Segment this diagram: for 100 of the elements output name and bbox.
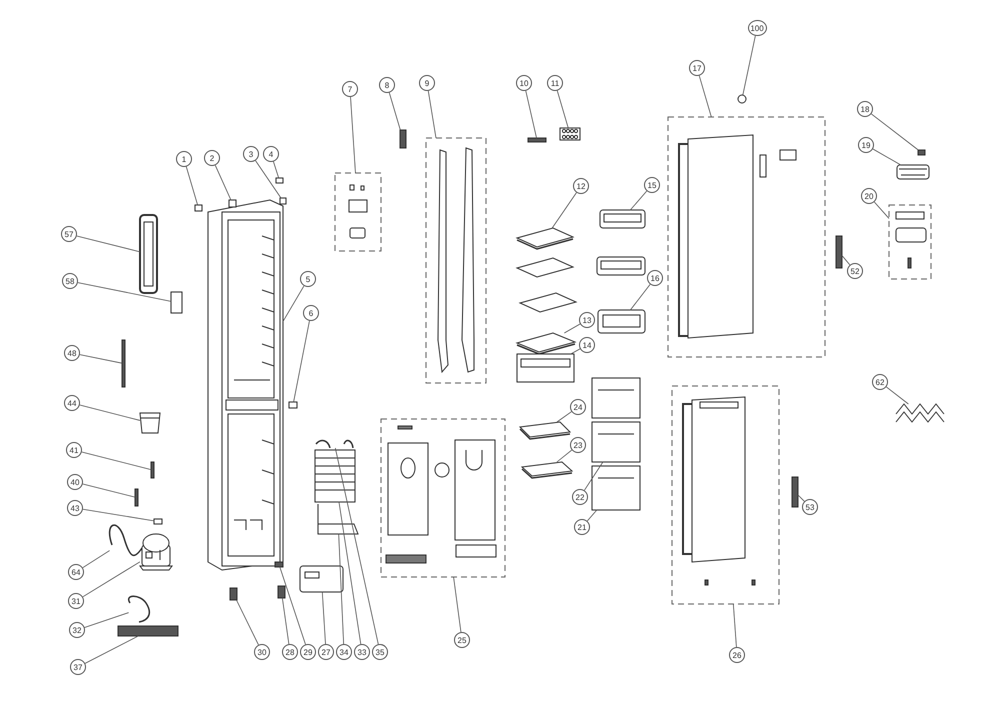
leader-line	[255, 160, 282, 198]
screw-drawing	[154, 518, 162, 524]
leader-line	[82, 550, 110, 568]
upper-door-assembly-drawing	[668, 116, 826, 358]
leader-line	[698, 75, 712, 118]
strip-drawing	[528, 138, 546, 142]
callout-number: 29	[300, 644, 316, 660]
callout-number: 15	[644, 177, 660, 193]
leader-line	[586, 510, 598, 522]
rod-drawing	[122, 340, 126, 388]
bottle-shelf-drawing	[896, 164, 930, 180]
callout-number: 41	[66, 442, 82, 458]
callout-number: 3	[243, 146, 259, 162]
leader-line	[556, 450, 572, 462]
cap-drawing	[228, 200, 236, 208]
callout-number: 26	[729, 647, 745, 663]
callout-number: 22	[572, 489, 588, 505]
pipe-drawing	[108, 524, 143, 556]
leader-line	[334, 448, 379, 645]
callout-number: 17	[689, 60, 705, 76]
leader-line	[798, 494, 805, 502]
leader-line	[556, 90, 569, 128]
condenser-tube-drawing	[318, 504, 359, 534]
callout-number: 16	[647, 270, 663, 286]
drawer-drawing	[592, 422, 640, 462]
leader-line	[886, 386, 909, 404]
side-panel-assembly-drawing	[426, 138, 486, 384]
callout-number: 100	[748, 20, 766, 36]
leader-line	[428, 90, 436, 138]
leader-line	[453, 576, 462, 632]
leader-line	[82, 561, 140, 598]
callout-number: 13	[579, 312, 595, 328]
leader-line	[525, 90, 537, 138]
leader-line	[742, 35, 756, 96]
callout-number: 31	[68, 593, 84, 609]
callout-number: 12	[573, 178, 589, 194]
leader-line	[732, 604, 737, 648]
callout-number: 57	[61, 226, 77, 242]
pin-drawing	[150, 462, 154, 478]
drip-tray-drawing	[300, 566, 344, 592]
leader-line	[82, 484, 136, 498]
callout-number: 21	[574, 519, 590, 535]
leader-line	[76, 236, 140, 252]
leader-line	[874, 202, 890, 219]
glass-shelf-drawing	[516, 227, 574, 250]
callout-number: 25	[454, 632, 470, 648]
callout-number: 24	[570, 399, 586, 415]
callout-number: 53	[802, 499, 818, 515]
leader-line	[282, 598, 290, 644]
leader-line	[630, 284, 651, 310]
compressor-drawing	[139, 534, 173, 570]
callout-number: 48	[64, 345, 80, 361]
callout-number: 35	[372, 644, 388, 660]
callout-number: 62	[872, 374, 888, 390]
leader-line	[79, 404, 140, 421]
drawer-drawing	[592, 466, 640, 510]
leader-line	[388, 92, 401, 130]
crisper-drawing	[516, 354, 574, 382]
cable-drawing	[128, 596, 150, 623]
hinge-drawing	[836, 236, 842, 268]
callout-number: 52	[847, 263, 863, 279]
hinge-drawing	[280, 198, 286, 204]
callout-number: 40	[67, 474, 83, 490]
label-plate-drawing	[170, 292, 182, 314]
glass-plate-drawing	[520, 461, 574, 479]
foot-drawing	[230, 588, 238, 600]
leader-line	[630, 190, 648, 210]
callout-number: 34	[336, 644, 352, 660]
callout-number: 14	[579, 337, 595, 353]
callout-number: 44	[64, 395, 80, 411]
leader-line	[273, 161, 280, 178]
callout-number: 6	[303, 305, 319, 321]
hinge-drawing	[792, 476, 798, 508]
leader-line	[552, 192, 577, 228]
leader-line	[570, 348, 580, 354]
egg-tray-drawing	[560, 128, 580, 140]
shelf-assembly-drawing	[888, 204, 932, 280]
callout-number: 19	[858, 137, 874, 153]
glass-plate-drawing	[518, 421, 572, 440]
callout-number: 20	[861, 188, 877, 204]
lower-door-assembly-drawing	[672, 386, 780, 604]
leader-line	[236, 600, 259, 646]
cabinet-drawing	[208, 199, 284, 571]
fan-assembly-drawing	[380, 418, 506, 578]
callout-number: 2	[204, 150, 220, 166]
leader-line	[293, 320, 310, 402]
callout-number: 4	[263, 146, 279, 162]
callout-number: 30	[254, 644, 270, 660]
leader-line	[350, 96, 356, 174]
crisper-cover-drawing	[515, 332, 577, 355]
handle-frame-drawing	[139, 214, 158, 294]
callout-number: 8	[379, 77, 395, 93]
callout-number: 9	[419, 75, 435, 91]
cap-drawing	[194, 204, 202, 212]
callout-number: 5	[300, 271, 316, 287]
clip-drawing	[274, 562, 284, 568]
leader-line	[872, 148, 902, 166]
hinge-drawing	[288, 402, 298, 408]
leader-line	[338, 502, 362, 644]
callout-number: 43	[67, 500, 83, 516]
